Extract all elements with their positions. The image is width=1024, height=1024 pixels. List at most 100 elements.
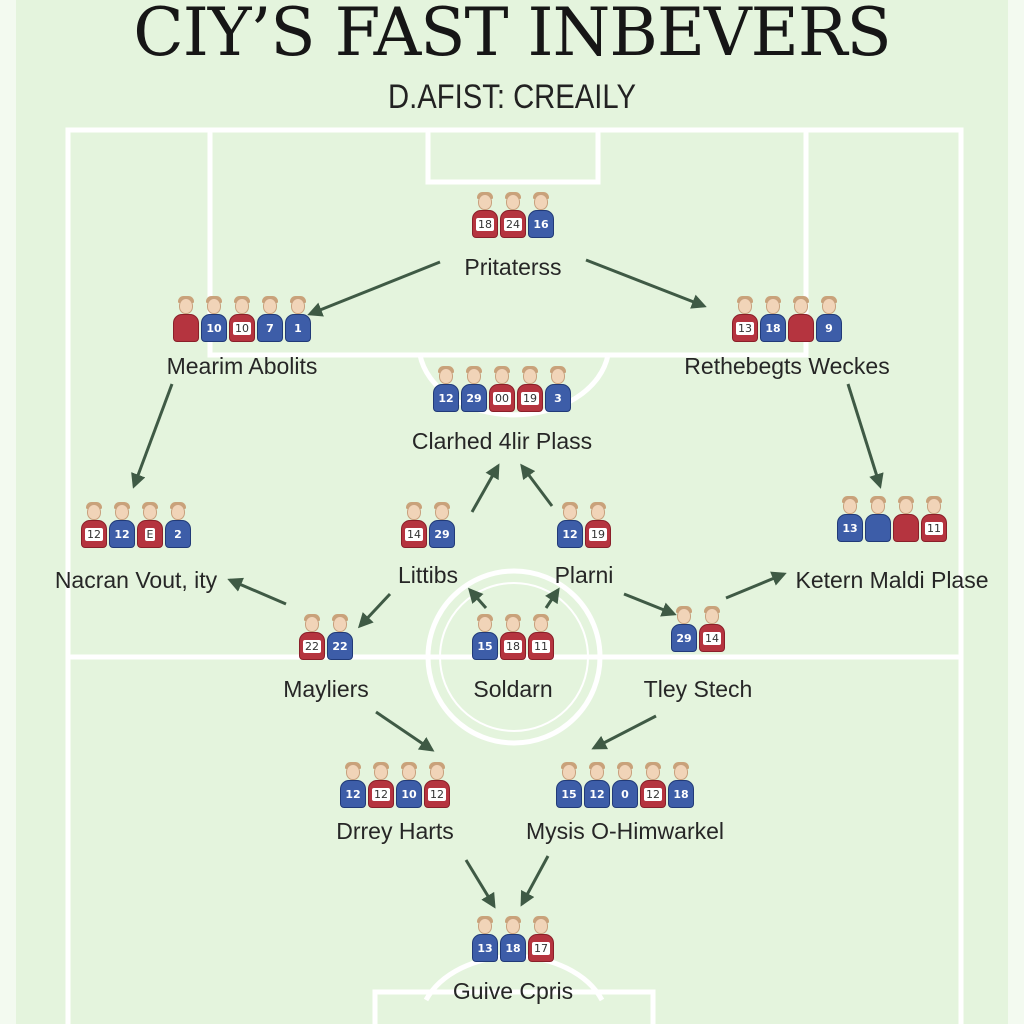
jersey: 12 xyxy=(557,520,583,548)
jersey-number: 10 xyxy=(233,321,251,335)
player-icon: 22 xyxy=(299,612,325,664)
arrow-n7-to-n11 xyxy=(623,592,677,617)
jersey: 2 xyxy=(165,520,191,548)
jersey-number: 12 xyxy=(589,787,605,801)
arrow-n6-to-n9 xyxy=(357,592,392,629)
jersey-number: 1 xyxy=(294,321,302,335)
jersey-number: 29 xyxy=(676,631,692,645)
penalty-arc-top xyxy=(417,354,611,418)
player-group-n3: 13 18 9 xyxy=(732,294,842,346)
jersey: 12 xyxy=(81,520,107,548)
player-icon xyxy=(893,494,919,546)
player-group-n12: 12 12 10 12 xyxy=(340,760,450,812)
jersey: 0 xyxy=(612,780,638,808)
arrow-n10-to-n6 xyxy=(468,587,488,609)
jersey-number: 18 xyxy=(765,321,781,335)
player-icon: 0 xyxy=(612,760,638,812)
jersey: 17 xyxy=(528,934,554,962)
jersey: 10 xyxy=(201,314,227,342)
player-icon: 19 xyxy=(517,364,543,416)
node-label-n10: Soldarn xyxy=(473,676,553,702)
player-icon xyxy=(173,294,199,346)
player-icon: 18 xyxy=(472,190,498,242)
player-icon: 13 xyxy=(732,294,758,346)
jersey-number: 18 xyxy=(673,787,689,801)
player-icon: 24 xyxy=(500,190,526,242)
player-icon: 11 xyxy=(921,494,947,546)
arrow-n11-to-n8 xyxy=(725,571,787,600)
jersey-number: 14 xyxy=(405,527,423,541)
arrow-n1-to-n3 xyxy=(585,258,707,309)
jersey-number: 12 xyxy=(428,787,446,801)
arrow-n2-to-n5 xyxy=(131,383,174,489)
jersey-number: 9 xyxy=(825,321,833,335)
jersey: 10 xyxy=(229,314,255,342)
player-icon: 00 xyxy=(489,364,515,416)
player-icon: 12 xyxy=(81,500,107,552)
player-icon: 9 xyxy=(816,294,842,346)
jersey: 15 xyxy=(556,780,582,808)
player-icon: 10 xyxy=(201,294,227,346)
jersey: 13 xyxy=(472,934,498,962)
jersey-number: 0 xyxy=(621,787,629,801)
player-icon: 12 xyxy=(109,500,135,552)
jersey-number: 7 xyxy=(266,321,274,335)
player-icon: 16 xyxy=(528,190,554,242)
arrow-n1-to-n2 xyxy=(307,260,441,317)
node-label-n2: Mearim Abolits xyxy=(166,353,318,379)
node-label-n12: Drrey Harts xyxy=(336,818,454,844)
player-icon: 17 xyxy=(528,914,554,966)
jersey: 18 xyxy=(472,210,498,238)
page-edge-left xyxy=(0,0,16,1024)
jersey: 10 xyxy=(396,780,422,808)
player-icon: 15 xyxy=(472,612,498,664)
jersey: 18 xyxy=(500,632,526,660)
jersey-number: 19 xyxy=(589,527,607,541)
jersey: 22 xyxy=(327,632,353,660)
jersey-number: 12 xyxy=(372,787,390,801)
jersey xyxy=(893,514,919,542)
player-icon: 12 xyxy=(368,760,394,812)
player-icon: 3 xyxy=(545,364,571,416)
jersey: 22 xyxy=(299,632,325,660)
jersey: 3 xyxy=(545,384,571,412)
jersey xyxy=(173,314,199,342)
jersey-number: 29 xyxy=(434,527,450,541)
player-icon: 12 xyxy=(557,500,583,552)
player-icon: 10 xyxy=(396,760,422,812)
player-icon: 19 xyxy=(585,500,611,552)
node-label-n11: Tley Stech xyxy=(643,676,753,702)
node-label-n14: Guive Cpris xyxy=(452,978,574,1004)
arrow-n7-to-n4 xyxy=(520,463,554,507)
jersey-number: 18 xyxy=(476,217,494,231)
node-label-n3: Rethebegts Weckes xyxy=(684,353,890,379)
player-icon: 2 xyxy=(165,500,191,552)
player-icon: 18 xyxy=(500,914,526,966)
player-group-n10: 15 18 11 xyxy=(472,612,554,664)
player-icon: 22 xyxy=(327,612,353,664)
jersey: 12 xyxy=(109,520,135,548)
jersey-number: 15 xyxy=(561,787,577,801)
jersey: 18 xyxy=(500,934,526,962)
jersey-number: 19 xyxy=(521,391,539,405)
jersey-number: 22 xyxy=(332,639,348,653)
arrow-n13-to-n14 xyxy=(520,855,550,907)
jersey: 18 xyxy=(760,314,786,342)
goal-area-top xyxy=(425,127,601,185)
arrow-n3-to-n8 xyxy=(846,383,884,489)
jersey: 19 xyxy=(585,520,611,548)
jersey-number: 15 xyxy=(477,639,493,653)
jersey-number: 18 xyxy=(504,639,522,653)
player-icon: 18 xyxy=(668,760,694,812)
diagram-subtitle: D.AFIST: CREAILY xyxy=(387,78,637,116)
jersey: 29 xyxy=(429,520,455,548)
player-icon: 15 xyxy=(556,760,582,812)
arrow-n6-to-n5 xyxy=(227,577,287,606)
player-icon: 29 xyxy=(429,500,455,552)
node-label-n1: Pritaterss xyxy=(464,254,562,280)
jersey-number: E xyxy=(144,527,156,541)
jersey-number: 11 xyxy=(532,639,550,653)
player-icon: 12 xyxy=(340,760,366,812)
jersey-number: 13 xyxy=(842,521,858,535)
